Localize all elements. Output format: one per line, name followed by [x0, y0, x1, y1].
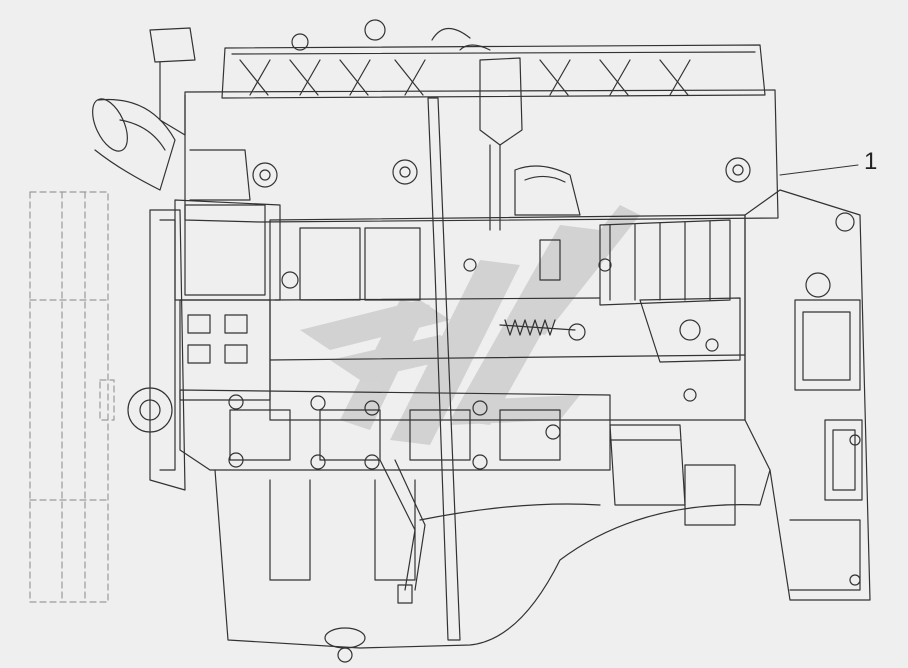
callout-label-1: 1 [864, 148, 878, 175]
oil-filter [609, 424, 736, 526]
manifold-cover [184, 89, 779, 223]
lower-block [179, 389, 611, 471]
dipstick-tube [379, 97, 461, 641]
valve-cover [221, 19, 766, 99]
breather-pipe [459, 44, 523, 231]
water-outlet [92, 27, 196, 191]
watermark-logo [300, 205, 640, 445]
callout-leader-1 [779, 164, 859, 176]
injection-pump [499, 165, 741, 363]
flywheel-housing [744, 189, 871, 601]
fan-outline-dashed [29, 191, 115, 603]
front-cover [127, 199, 281, 491]
oil-pan [214, 469, 771, 663]
